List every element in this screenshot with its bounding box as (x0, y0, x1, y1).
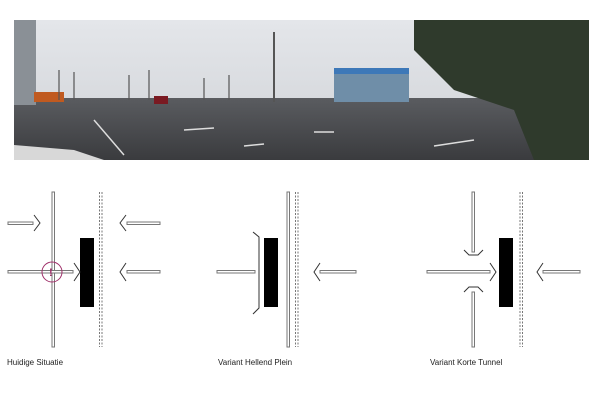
chevron-down-icon (463, 249, 484, 256)
rail-track (295, 192, 299, 347)
rail-track (99, 192, 103, 347)
road-arrow (7, 221, 34, 225)
chevron-up-icon (463, 286, 484, 293)
warning-mark: ! (49, 267, 53, 279)
bracket-icon (73, 262, 81, 282)
road-arrow (319, 270, 357, 274)
diagram-hellend-plein (216, 191, 357, 348)
warning-circle-icon (41, 261, 63, 283)
chevron-left-icon (536, 262, 544, 282)
chevron-left-icon (119, 262, 127, 282)
road-arrow (126, 221, 161, 225)
caption-variant-hellend-plein: Variant Hellend Plein (218, 358, 293, 367)
road-vertical (51, 191, 55, 348)
ramp-bracket-icon (252, 231, 260, 315)
road-arrow (426, 270, 491, 274)
road-arrow (471, 291, 475, 348)
chevron-left-icon (119, 214, 127, 232)
building-block (80, 238, 94, 307)
road-arrow (471, 191, 475, 253)
diagram-huidige-situatie: ! (7, 191, 161, 348)
caption-variant-korte-tunnel: Variant Korte Tunnel (430, 358, 503, 367)
diagram-korte-tunnel (426, 191, 581, 348)
panorama-photo (14, 20, 589, 160)
road-vertical (286, 191, 290, 348)
chevron-left-icon (313, 262, 321, 282)
road-arrow (7, 270, 74, 274)
caption-huidige-situatie: Huidige Situatie (7, 358, 64, 367)
bracket-icon (33, 214, 41, 232)
road-arrow (126, 270, 161, 274)
rail-track (519, 192, 523, 347)
building-block (499, 238, 513, 307)
road-arrow (216, 270, 256, 274)
bracket-icon (489, 262, 497, 282)
road-arrow (542, 270, 581, 274)
building-block (264, 238, 278, 307)
